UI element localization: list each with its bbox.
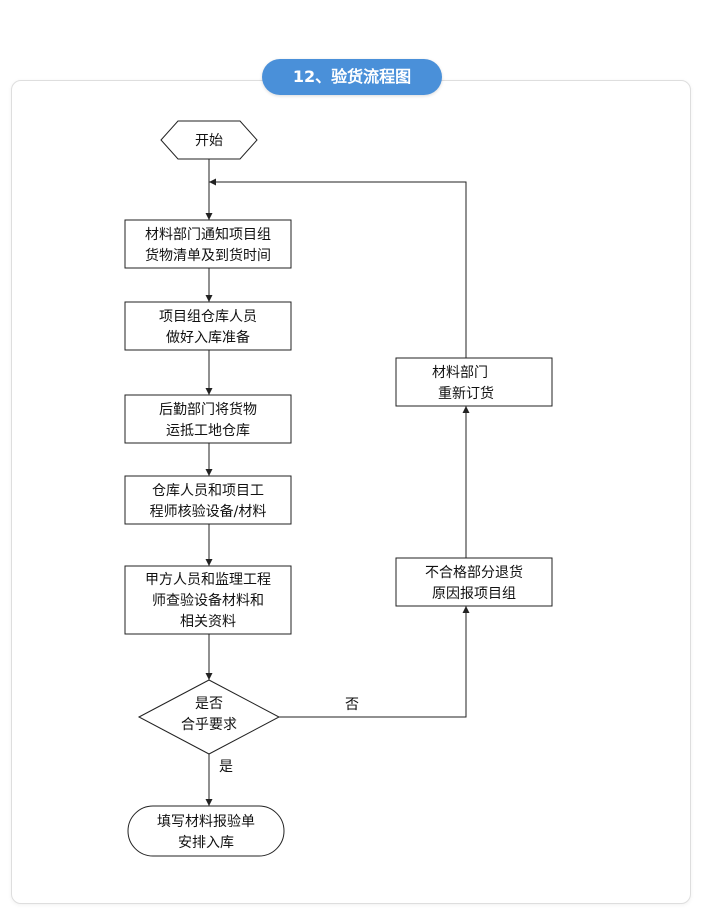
decision-line-2: 合乎要求 xyxy=(181,717,237,733)
step-deliver-goods: 后勤部门将货物 运抵工地仓库 xyxy=(124,394,292,444)
start-label: 开始 xyxy=(195,133,223,149)
step-reorder: 材料部门 重新订货 xyxy=(395,357,553,407)
step-4-line-2: 程师核验设备/材料 xyxy=(150,503,267,520)
step-1-line-2: 货物清单及到货时间 xyxy=(145,247,271,264)
step-notify-project-group: 材料部门通知项目组 货物清单及到货时间 xyxy=(124,219,292,269)
step-3-line-1: 后勤部门将货物 xyxy=(159,401,257,418)
end-node: 填写材料报验单 安排入库 xyxy=(127,805,285,857)
step-3-line-2: 运抵工地仓库 xyxy=(166,423,250,439)
content-card xyxy=(11,80,691,904)
decision-node: 是否 合乎要求 xyxy=(137,679,281,755)
section-title: 12、验货流程图 xyxy=(262,59,442,95)
step-inspect-materials: 仓库人员和项目工 程师核验设备/材料 xyxy=(124,475,292,525)
step-2-line-1: 项目组仓库人员 xyxy=(159,309,257,325)
decision-line-1: 是否 xyxy=(195,696,223,712)
return-2-line-2: 重新订货 xyxy=(438,385,494,402)
end-line-1: 填写材料报验单 xyxy=(157,814,255,830)
step-5-line-1: 甲方人员和监理工程 xyxy=(145,572,271,588)
return-2-line-1: 材料部门 xyxy=(432,365,488,381)
step-prepare-storage: 项目组仓库人员 做好入库准备 xyxy=(124,301,292,351)
step-2-line-2: 做好入库准备 xyxy=(166,329,250,346)
step-1-line-1: 材料部门通知项目组 xyxy=(145,226,271,243)
return-1-line-2: 原因报项目组 xyxy=(432,586,516,602)
step-5-line-2: 师查验设备材料和 xyxy=(152,592,264,609)
label-yes: 是 xyxy=(219,759,233,775)
step-5-line-3: 相关资料 xyxy=(180,614,236,630)
start-node: 开始 xyxy=(160,120,258,160)
step-return-goods: 不合格部分退货 原因报项目组 xyxy=(395,557,553,607)
label-no: 否 xyxy=(345,697,359,713)
edge-no xyxy=(279,606,470,718)
return-1-line-1: 不合格部分退货 xyxy=(425,564,523,581)
step-client-supervisor-check: 甲方人员和监理工程 师查验设备材料和 相关资料 xyxy=(124,565,292,635)
end-line-2: 安排入库 xyxy=(178,835,234,851)
step-4-line-1: 仓库人员和项目工 xyxy=(152,483,264,499)
edge-loop-back xyxy=(209,178,467,358)
